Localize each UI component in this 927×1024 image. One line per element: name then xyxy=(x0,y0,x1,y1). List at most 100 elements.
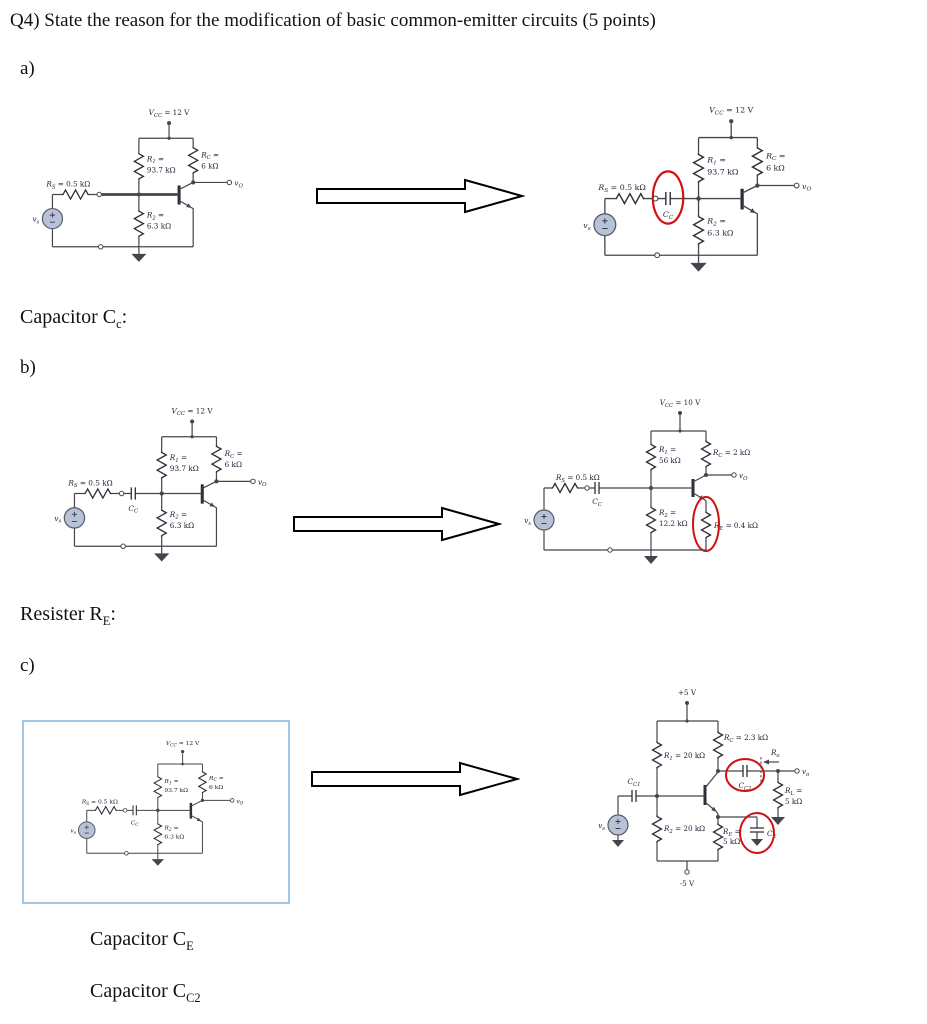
svg-text:vs: vs xyxy=(54,514,61,525)
svg-text:vs: vs xyxy=(524,516,531,527)
source-vs: vs xyxy=(70,810,96,854)
circuit-c-right: +5 V R1 = 20 kΩ RC = 2.3 kΩ CC2 Ro vo RL… xyxy=(598,688,809,888)
ground-symbol xyxy=(154,546,170,562)
source-vs: vs xyxy=(54,493,86,547)
resistor-rs: RS = 0.5 kΩ xyxy=(597,183,659,205)
highlight-ellipse-re xyxy=(692,496,720,552)
section-a-label: a) xyxy=(20,58,35,79)
svg-text:6 kΩ: 6 kΩ xyxy=(209,784,223,791)
svg-text:93.7 kΩ: 93.7 kΩ xyxy=(707,168,739,177)
svg-text:RC = 2.3 kΩ: RC = 2.3 kΩ xyxy=(723,733,768,744)
resistor-rl: RL = 5 kΩ xyxy=(771,771,802,825)
vcc-supply: VCC = 12 V xyxy=(166,740,200,766)
resistor-rc: RC = 6 kΩ xyxy=(198,764,224,801)
svg-text:RS = 0.5 kΩ: RS = 0.5 kΩ xyxy=(45,179,90,190)
svg-text:56 kΩ: 56 kΩ xyxy=(659,456,681,465)
svg-text:vO: vO xyxy=(258,477,267,488)
svg-text:93.7 kΩ: 93.7 kΩ xyxy=(147,165,176,174)
svg-text:CE: CE xyxy=(767,829,777,840)
svg-text:RS = 0.5 kΩ: RS = 0.5 kΩ xyxy=(597,183,646,194)
ground-symbol xyxy=(131,246,147,262)
svg-text:R1 = 20 kΩ: R1 = 20 kΩ xyxy=(663,751,705,762)
capacitor-cc: CC xyxy=(123,487,203,515)
svg-text:R1 =: R1 = xyxy=(658,445,676,456)
svg-text:RC = 2 kΩ: RC = 2 kΩ xyxy=(712,448,750,459)
svg-text:R2 =: R2 = xyxy=(169,510,187,521)
svg-text:-5 V: -5 V xyxy=(680,879,695,888)
resistor-r1: R1 = 56 kΩ xyxy=(645,431,681,488)
svg-text:R2 =: R2 = xyxy=(658,508,676,519)
resistor-r2: R2 = 20 kΩ xyxy=(651,796,705,861)
vcc-supply: VCC = 12 V xyxy=(172,406,213,439)
caption-resistor-re: Resister RE: xyxy=(20,603,116,628)
negative-supply: -5 V xyxy=(657,860,718,888)
svg-text:R1 =: R1 = xyxy=(146,154,164,165)
resistor-rs: RS = 0.5 kΩ xyxy=(81,799,128,815)
output-terminal: vO xyxy=(200,798,244,806)
capacitor-cc: CC xyxy=(126,805,191,828)
svg-text:RS = 0.5 kΩ: RS = 0.5 kΩ xyxy=(555,473,600,484)
resistor-re: RE = 5 kΩ xyxy=(712,817,741,861)
svg-text:5 kΩ: 5 kΩ xyxy=(723,837,740,846)
svg-text:VCC = 12 V: VCC = 12 V xyxy=(709,106,753,117)
output-terminal: vO xyxy=(214,477,267,488)
svg-text:6 kΩ: 6 kΩ xyxy=(201,161,218,170)
svg-text:RC =: RC = xyxy=(224,449,243,460)
resistor-r2: R2 = 6.3 kΩ xyxy=(153,810,184,854)
svg-text:6 kΩ: 6 kΩ xyxy=(225,460,242,469)
svg-text:R1 =: R1 = xyxy=(169,453,187,464)
caption-capacitor-cc2: Capacitor CC2 xyxy=(90,980,201,1005)
resistor-rc: RC = 2.3 kΩ xyxy=(712,721,768,771)
svg-text:vO: vO xyxy=(802,182,811,193)
svg-text:93.7 kΩ: 93.7 kΩ xyxy=(170,464,199,473)
highlight-ellipse-ce xyxy=(739,812,775,854)
question-title: Q4) State the reason for the modificatio… xyxy=(10,10,656,31)
circuit-b-right: VCC = 10 V R1 = 56 kΩ RC = 2 kΩ vO RE = … xyxy=(524,398,758,564)
svg-text:vO: vO xyxy=(739,471,748,482)
svg-text:6.3 kΩ: 6.3 kΩ xyxy=(707,229,734,238)
svg-text:6.3 kΩ: 6.3 kΩ xyxy=(164,833,184,840)
svg-text:vO: vO xyxy=(234,178,243,189)
resistor-r1: R1 = 93.7 kΩ xyxy=(133,138,176,195)
svg-text:RS = 0.5 kΩ: RS = 0.5 kΩ xyxy=(67,478,112,489)
svg-text:93.7 kΩ: 93.7 kΩ xyxy=(164,787,188,794)
svg-text:CC: CC xyxy=(592,497,602,508)
resistor-r1: R1 = 93.7 kΩ xyxy=(153,764,188,811)
circuit-b-left: VCC = 12 V R1 = 93.7 kΩ RC = 6 kΩ vO CC … xyxy=(54,406,267,562)
svg-text:vs: vs xyxy=(583,221,590,232)
svg-text:vo: vo xyxy=(802,767,809,778)
resistor-r1: R1 = 93.7 kΩ xyxy=(156,436,199,494)
ground-symbol xyxy=(644,550,658,564)
resistor-re: RE = 0.4 kΩ xyxy=(700,501,758,550)
resistor-rc: RC = 6 kΩ xyxy=(187,138,219,183)
highlight-ellipse-cc2 xyxy=(725,758,765,792)
svg-text:VCC = 12 V: VCC = 12 V xyxy=(166,740,200,748)
circuit-a-left: VCC = 12 V R1 = 93.7 kΩ RC = 6 kΩ vO R2 … xyxy=(33,108,243,262)
svg-text:6.3 kΩ: 6.3 kΩ xyxy=(170,521,194,530)
highlight-box xyxy=(22,720,290,904)
svg-text:vO: vO xyxy=(236,798,243,806)
svg-text:vs: vs xyxy=(70,828,76,836)
svg-text:5 kΩ: 5 kΩ xyxy=(785,797,802,806)
svg-text:CC: CC xyxy=(131,819,140,827)
transistor xyxy=(200,480,218,547)
svg-text:CC2: CC2 xyxy=(739,781,753,792)
output-terminal: vO xyxy=(755,182,811,193)
output-resistance-marker: Ro xyxy=(760,748,780,783)
output-terminal: vO xyxy=(191,178,243,189)
transistor xyxy=(703,771,719,817)
vcc-supply: VCC = 12 V xyxy=(149,108,190,140)
svg-text:R2 =: R2 = xyxy=(163,824,178,832)
source-vs: vs xyxy=(598,796,629,847)
transistor xyxy=(740,184,759,256)
caption-capacitor-cc: Capacitor Cc: xyxy=(20,306,128,331)
svg-text:Ro: Ro xyxy=(770,748,780,759)
svg-text:VCC = 10 V: VCC = 10 V xyxy=(660,398,701,409)
modification-arrow-c xyxy=(311,761,520,797)
resistor-r1: R1 = 93.7 kΩ xyxy=(692,137,739,199)
svg-text:vs: vs xyxy=(598,821,605,832)
ground-symbol xyxy=(690,255,707,272)
svg-text:VCC = 12 V: VCC = 12 V xyxy=(149,108,190,119)
svg-text:R2 = 20 kΩ: R2 = 20 kΩ xyxy=(663,824,705,835)
svg-text:+5 V: +5 V xyxy=(678,688,697,697)
